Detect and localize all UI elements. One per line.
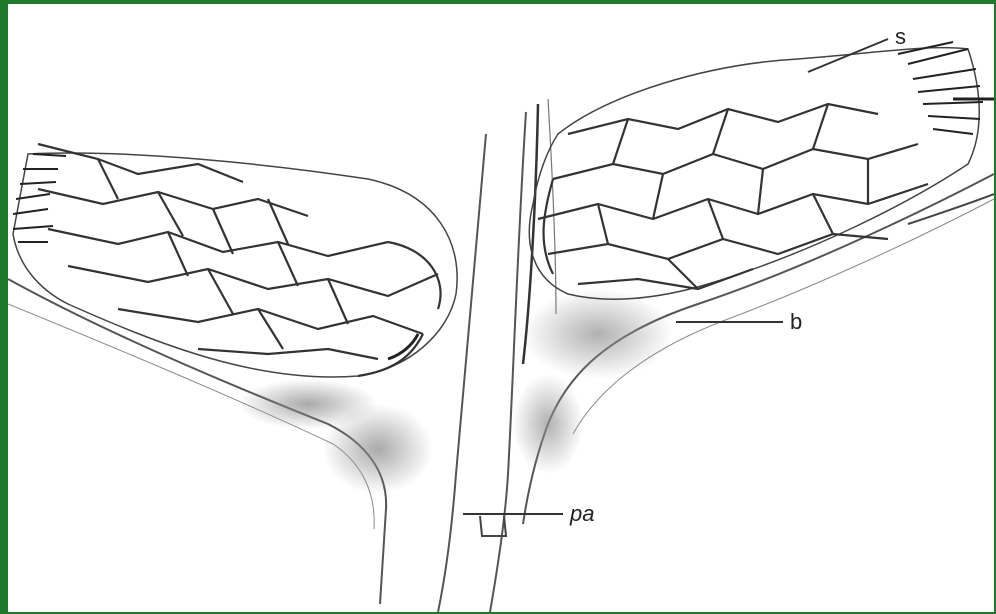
right-cone (529, 42, 983, 299)
label-pa: pa (569, 501, 594, 526)
label-b-group: b (676, 309, 802, 334)
label-s-group: s (808, 24, 906, 72)
label-b: b (790, 309, 802, 334)
botanical-drawing: s b pa (8, 4, 994, 612)
label-s: s (895, 24, 906, 49)
label-pa-group: pa (463, 501, 594, 526)
left-cone (13, 144, 457, 377)
left-bract (8, 279, 433, 604)
illustration-frame: s b pa (8, 4, 994, 612)
leader-line-s (808, 39, 888, 72)
right-bract (513, 174, 994, 524)
